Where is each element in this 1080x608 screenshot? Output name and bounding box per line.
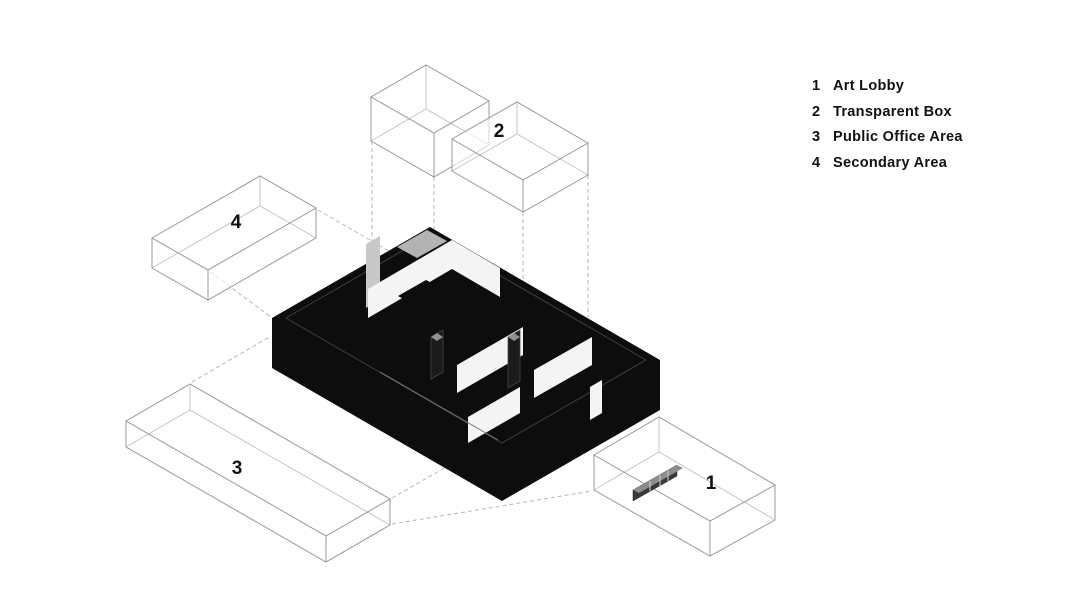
interior-wall-edge-line	[379, 371, 499, 441]
box4-number-label: 4	[231, 212, 242, 233]
artwork-top	[633, 465, 683, 493]
box4-hidden-edges	[151, 176, 317, 269]
legend-item-2-label: Transparent Box	[833, 103, 952, 120]
partition-wall-c	[457, 327, 523, 393]
legend-item-4: 4 Secondary Area	[812, 154, 963, 171]
box3-edges	[124, 383, 392, 563]
partition-room-opening	[398, 280, 446, 307]
transparent-box-4	[150, 175, 318, 301]
partition-wall-b	[452, 240, 500, 297]
box4-edges	[150, 175, 318, 301]
box2-number-label: 2	[494, 121, 505, 142]
pillar-2-top	[508, 333, 520, 341]
guide-box3-to-mass-a	[191, 335, 272, 383]
diagram-number-labels: 2 4 3 1	[231, 121, 717, 494]
legend-item-4-number: 4	[812, 154, 821, 171]
partition-wall-d	[534, 337, 592, 398]
interior-pillars	[430, 329, 521, 389]
main-mass	[272, 227, 660, 501]
legend-item-1: 1 Art Lobby	[812, 79, 963, 94]
transparent-box-3	[124, 383, 392, 563]
legend-item-4-label: Secondary Area	[833, 154, 948, 171]
box3-hidden-edges	[125, 384, 391, 526]
box4-fill	[152, 176, 316, 300]
legend-item-1-label: Art Lobby	[833, 78, 905, 94]
transparent-box-1	[592, 416, 777, 557]
mass-entry-patch	[397, 230, 447, 258]
partition-wall-e	[468, 387, 520, 443]
guide-box3-to-box1	[391, 490, 593, 525]
pillar-2-body	[507, 329, 521, 389]
box3-number-label: 3	[232, 458, 243, 479]
transparent-box-2	[450, 101, 590, 213]
pillar-1-body	[430, 329, 444, 380]
artwork-detail-lines	[649, 471, 669, 491]
artwork-object	[632, 464, 683, 502]
partition-wall-f	[590, 380, 602, 420]
legend-item-2: 2 Transparent Box	[812, 103, 963, 120]
legend-item-3-label: Public Office Area	[833, 129, 963, 145]
box1-fill	[594, 417, 775, 556]
legend: 1 Art Lobby 2 Transparent Box 3 Public O…	[812, 79, 963, 181]
interior-partitions	[368, 240, 602, 443]
box1-hidden-edges	[593, 417, 776, 521]
legend-item-2-number: 2	[812, 103, 821, 120]
legend-item-3: 3 Public Office Area	[812, 130, 963, 145]
guide-box4-to-mass-a	[209, 271, 272, 318]
box3-fill	[126, 384, 390, 562]
pillar-1-top	[431, 333, 443, 341]
legend-item-3-number: 3	[812, 129, 821, 145]
box2-hidden-edges	[451, 102, 589, 176]
box2-edges	[450, 101, 590, 213]
box1-edges	[592, 416, 777, 557]
partition-wall-a	[368, 240, 452, 318]
legend-item-1-number: 1	[812, 78, 821, 94]
box2-fill	[452, 102, 588, 212]
box1-number-label: 1	[706, 473, 717, 494]
